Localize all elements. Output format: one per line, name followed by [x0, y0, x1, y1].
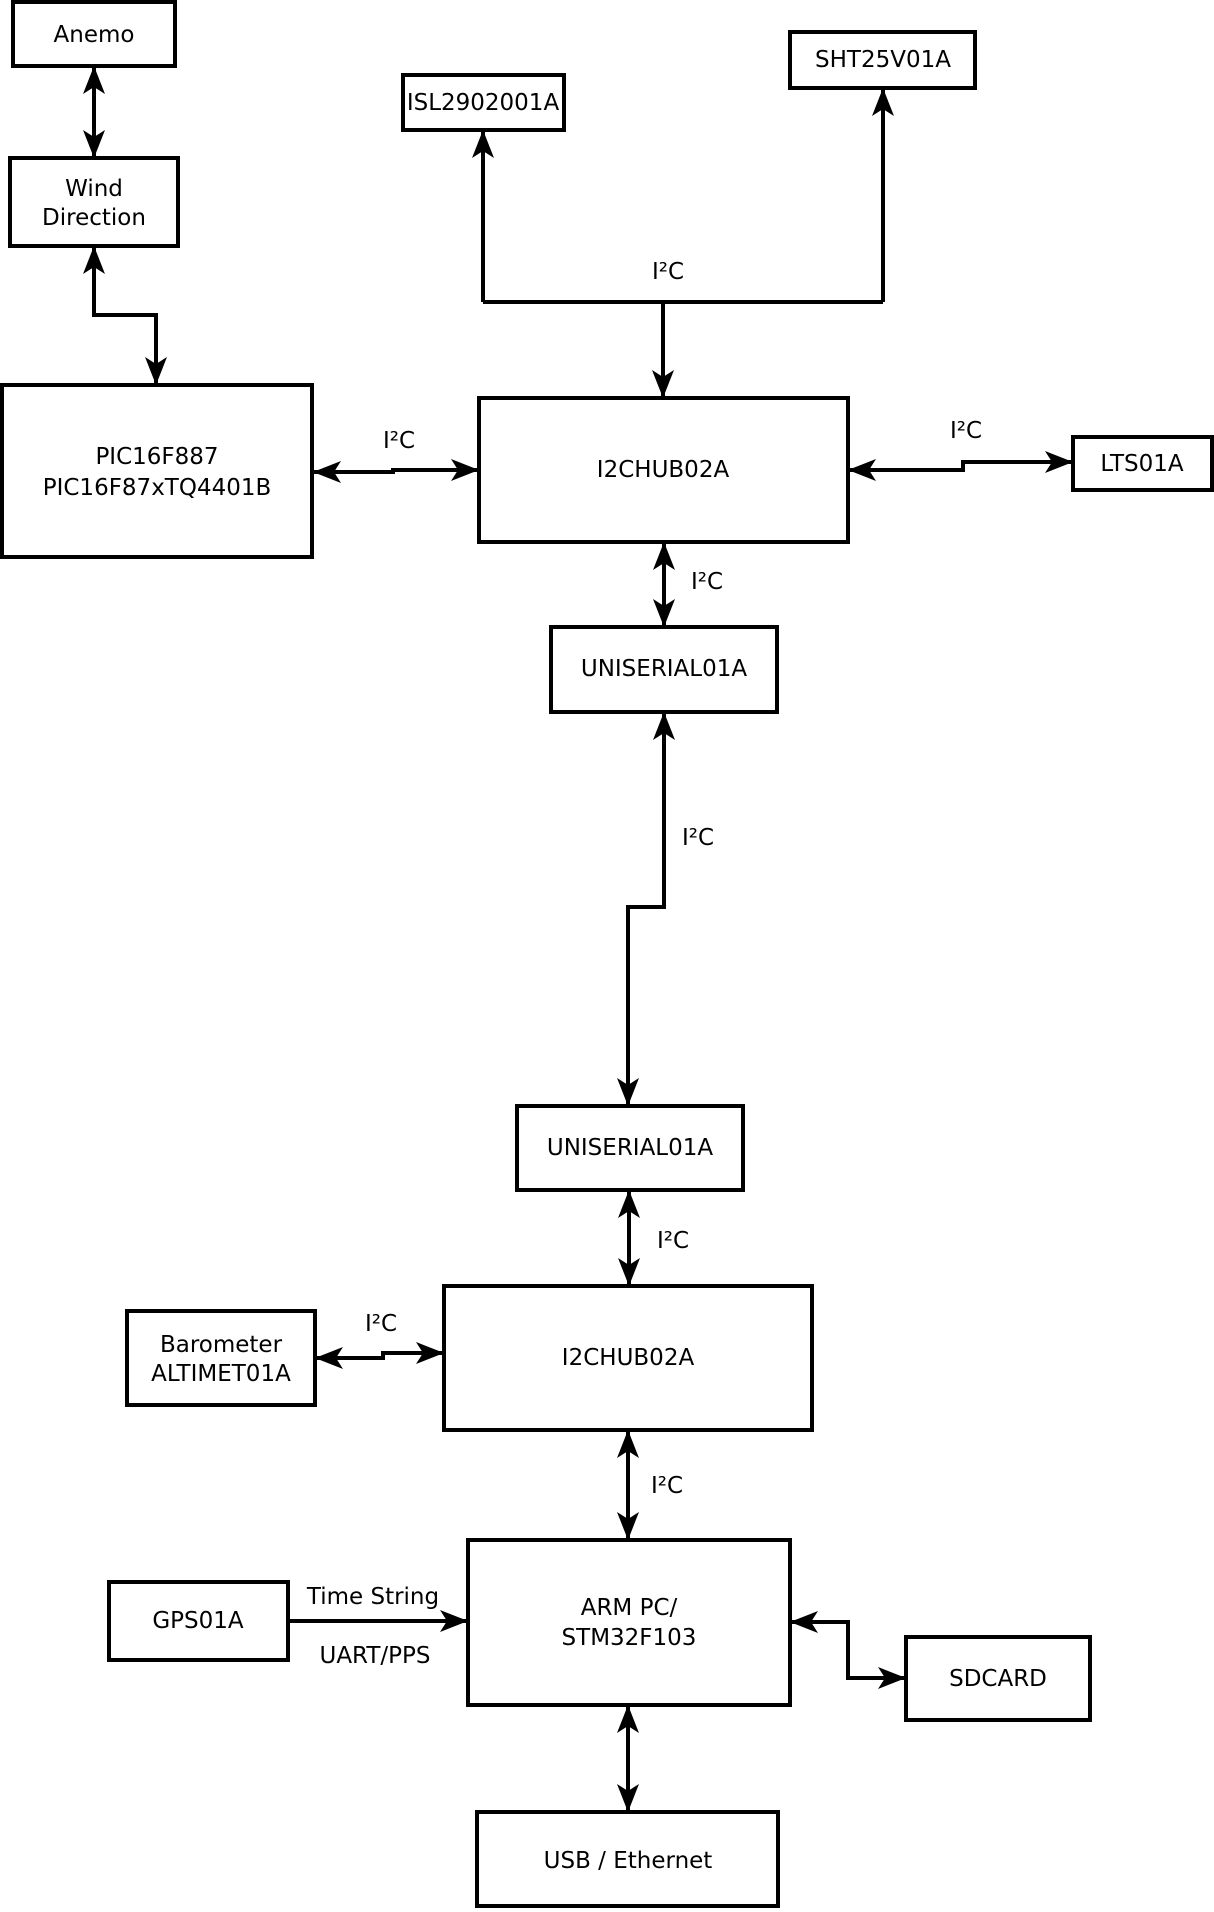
edge-uniserial-uniserial [617, 712, 675, 1106]
node-i2chub-bottom-box [442, 1284, 814, 1432]
node-anemo-label: Anemo [54, 22, 135, 48]
edge-pic-i2chub [313, 459, 479, 483]
node-uniserial-top-label: UNISERIAL01A [581, 656, 748, 682]
node-pic-box [0, 383, 314, 559]
edge-label-uart-pps: UART/PPS [319, 1643, 430, 1669]
edge-label-hub-lts-i2c: I²C [950, 418, 982, 444]
node-wind-direction-label-line2: Direction [42, 205, 146, 231]
node-sht-box [788, 30, 977, 90]
node-barometer-label-line2: ALTIMET01A [151, 1361, 291, 1387]
node-i2chub-top-label: I2CHUB02A [597, 457, 730, 483]
edge-label-uniserial-link-i2c: I²C [682, 825, 714, 851]
node-usb-ethernet-label: USB / Ethernet [544, 1848, 713, 1874]
node-gps-box [107, 1580, 290, 1662]
node-isl-box [401, 73, 566, 132]
node-pic-label-line2: PIC16F87xTQ4401B [43, 475, 272, 501]
edge-label-uniserial-hub2-i2c: I²C [657, 1228, 689, 1254]
node-lts-box [1071, 435, 1214, 492]
node-gps-label: GPS01A [152, 1608, 244, 1634]
edge-i2chub-lts [848, 451, 1073, 481]
node-isl-label: ISL2902001A [407, 90, 560, 116]
node-sdcard-box [904, 1635, 1092, 1722]
edge-label-barometer-hub2-i2c: I²C [365, 1311, 397, 1337]
node-sht-label: SHT25V01A [815, 47, 951, 73]
node-wind-direction-label-line1: Wind [65, 176, 123, 202]
edge-wind-pic [83, 246, 167, 385]
node-armpc-box [466, 1538, 792, 1707]
node-barometer-box [125, 1309, 317, 1407]
node-uniserial-bottom-box [515, 1104, 745, 1192]
edge-label-bus-i2c: I²C [652, 259, 684, 285]
edge-label-pic-hub-i2c: I²C [383, 428, 415, 454]
edge-label-hub2-armpc-i2c: I²C [651, 1473, 683, 1499]
edge-armpc-sdcard [790, 1611, 906, 1689]
edge-barometer-i2chub2 [315, 1342, 444, 1369]
node-wind-direction-box [8, 156, 180, 248]
node-uniserial-top-box [549, 625, 779, 714]
node-pic-label-line1: PIC16F887 [95, 444, 218, 470]
node-sdcard-label: SDCARD [949, 1666, 1047, 1692]
node-armpc-label-line1: ARM PC/ [581, 1595, 678, 1621]
node-i2chub-bottom-label: I2CHUB02A [562, 1345, 695, 1371]
node-lts-label: LTS01A [1100, 451, 1184, 477]
node-armpc-label-line2: STM32F103 [562, 1625, 697, 1651]
node-anemo-box [11, 0, 177, 68]
edge-label-hub-uniserial-i2c: I²C [691, 569, 723, 595]
node-barometer-label-line1: Barometer [160, 1332, 283, 1358]
node-usb-ethernet-box [475, 1810, 780, 1908]
edge-label-time-string: Time String [306, 1584, 439, 1610]
node-uniserial-bottom-label: UNISERIAL01A [547, 1135, 714, 1161]
node-i2chub-top-box [477, 396, 850, 544]
